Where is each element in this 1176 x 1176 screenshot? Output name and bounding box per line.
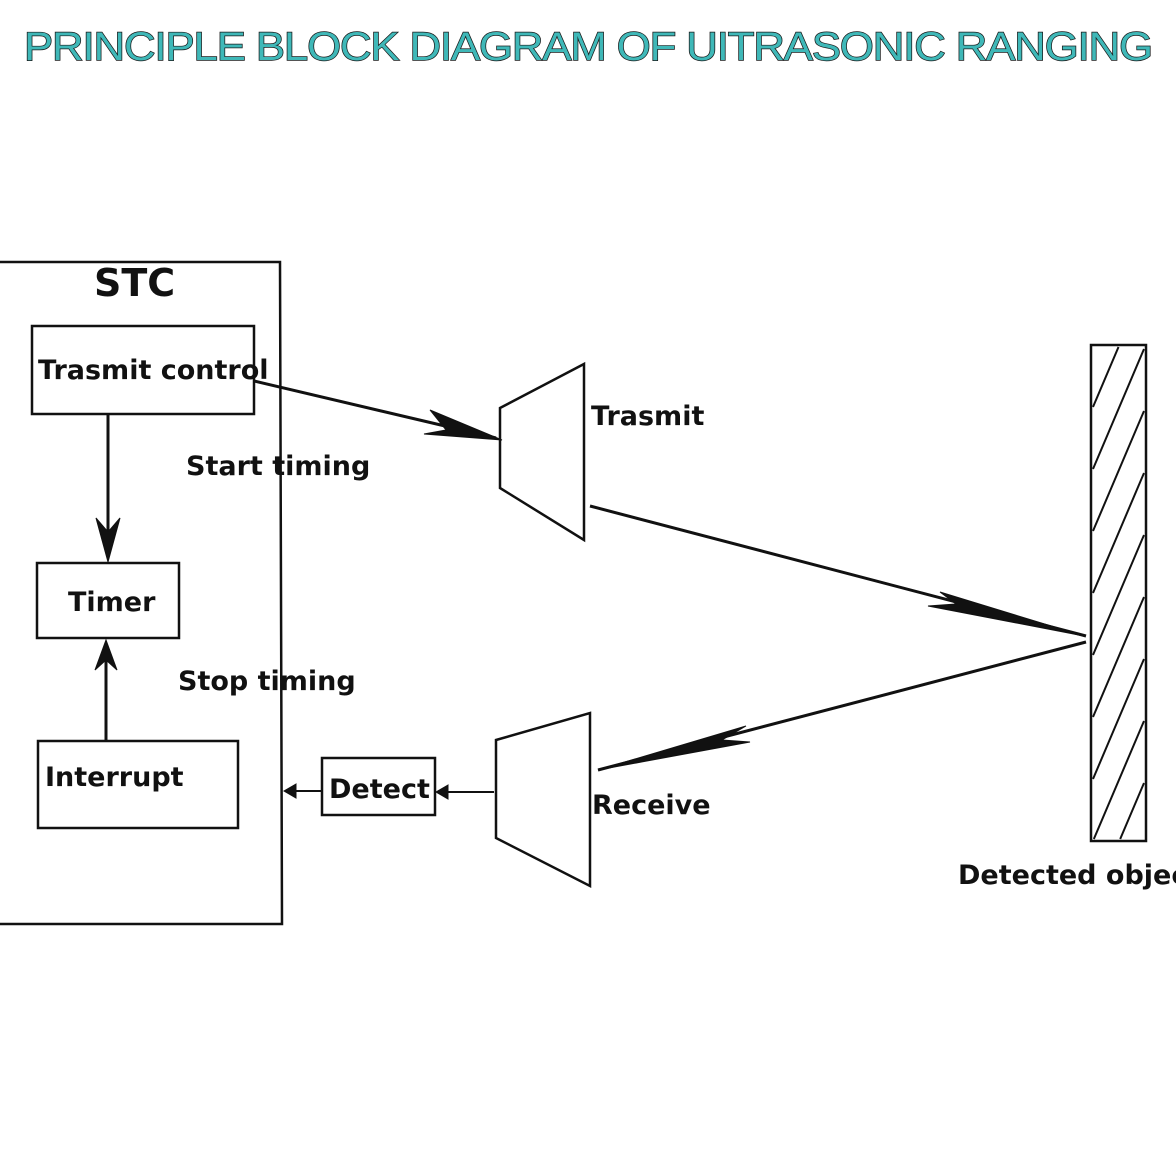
arrow-receiver-to-detect <box>435 784 494 800</box>
hatch-line <box>1092 410 1145 532</box>
detect-label: Detect <box>329 774 430 805</box>
stc-enclosure: STC <box>0 260 284 926</box>
timer-label: Timer <box>68 587 156 618</box>
stop-timing-label: Stop timing <box>178 666 356 697</box>
hatch-line <box>1092 472 1145 594</box>
hatch-line <box>1119 782 1145 840</box>
arrow-interrupt-to-timer <box>94 638 118 741</box>
arrow-detect-to-stc <box>283 783 322 799</box>
hatch-line <box>1092 348 1145 470</box>
arrow-wave-return <box>597 640 1087 772</box>
hatch-line <box>1092 596 1145 718</box>
interrupt-label: Interrupt <box>45 762 184 793</box>
hatch-line <box>1092 534 1145 656</box>
receiver: Receive <box>494 711 711 889</box>
hatch-line <box>1092 658 1145 780</box>
hatch-line <box>1092 720 1145 840</box>
transmitter: Trasmit <box>498 361 704 543</box>
transmit-label: Trasmit <box>591 401 704 432</box>
stc-label: STC <box>94 261 175 305</box>
timer-block: Timer <box>35 561 181 640</box>
object-hatching <box>1092 346 1145 840</box>
detected-object-label: Detected object <box>958 860 1176 891</box>
arrow-control-to-transmitter <box>253 379 503 441</box>
receive-label: Receive <box>592 790 711 821</box>
arrow-wave-outgoing <box>589 504 1087 638</box>
transmit-control-block: Trasmit control <box>30 324 269 416</box>
hatch-line <box>1092 346 1120 408</box>
diagram-title: PRINCIPLE BLOCK DIAGRAM OF UITRASONIC RA… <box>24 25 1152 69</box>
start-timing-label: Start timing <box>186 451 370 482</box>
detect-block: Detect <box>320 756 437 817</box>
detected-object: Detected object <box>958 343 1176 891</box>
arrow-control-to-timer <box>95 414 121 564</box>
transmit-control-label: Trasmit control <box>38 355 269 386</box>
interrupt-block: Interrupt <box>36 739 240 830</box>
